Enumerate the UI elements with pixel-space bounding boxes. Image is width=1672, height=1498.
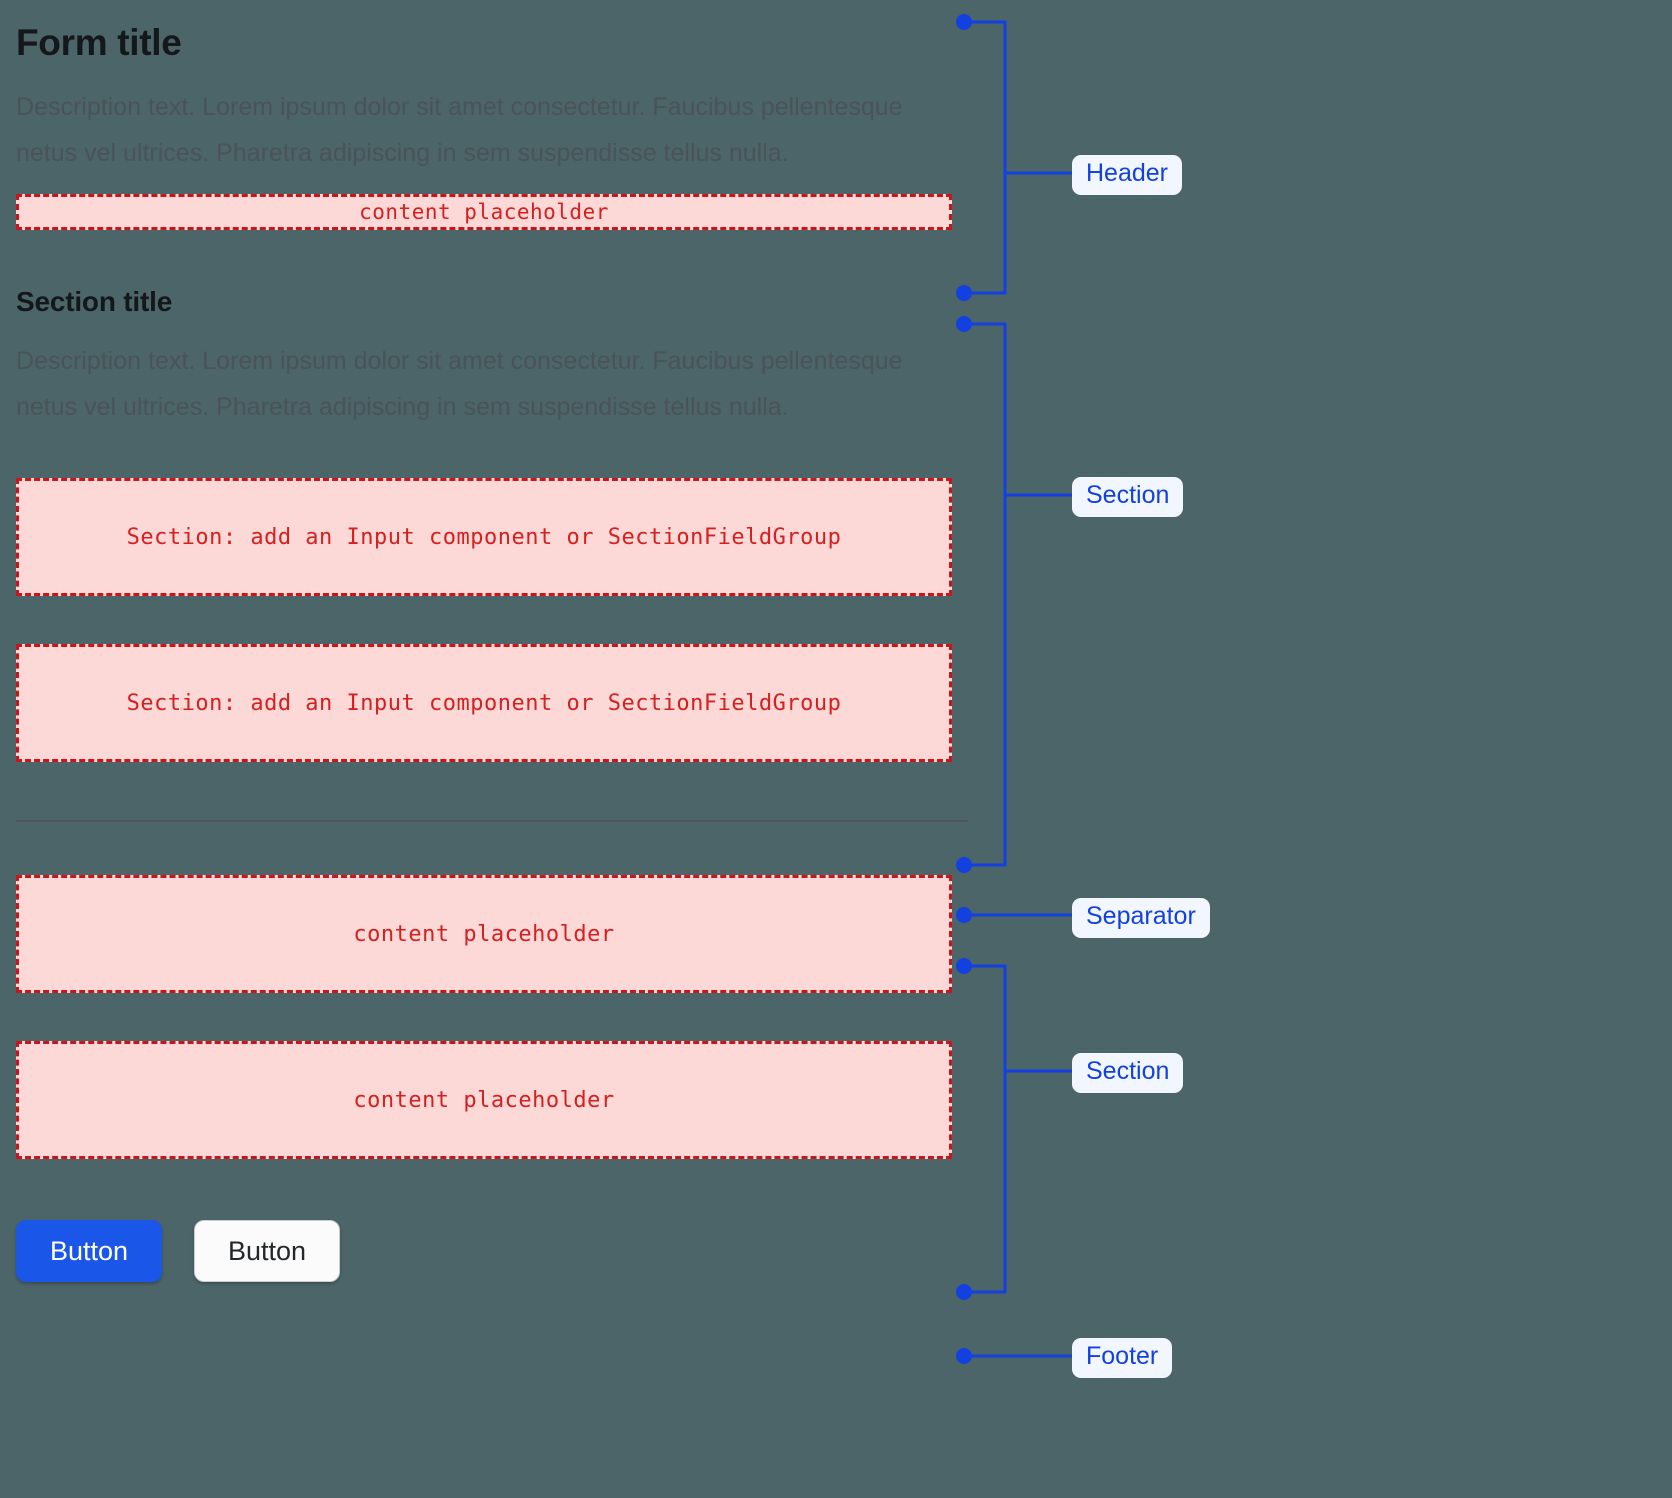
second-section-bracket: [964, 964, 1007, 1294]
second-section-placeholder-1: content placeholder: [16, 875, 952, 993]
second-section-placeholder-2: content placeholder: [16, 1041, 952, 1159]
annotation-badge-header[interactable]: Header: [1072, 155, 1182, 195]
section-field-placeholder-1-label: Section: add an Input component or Secti…: [126, 524, 842, 550]
anchor-dot-second-section-top: [956, 958, 972, 974]
anchor-dot-header-bottom: [956, 285, 972, 301]
anchor-dot-separator: [956, 907, 972, 923]
header-description: Description text. Lorem ipsum dolor sit …: [16, 93, 903, 167]
separator: [16, 820, 968, 822]
annotation-badge-footer[interactable]: Footer: [1072, 1338, 1173, 1378]
header-placeholder-label: content placeholder: [359, 200, 609, 224]
section-title: Section title: [16, 286, 173, 317]
anchor-dot-second-section-bottom: [956, 1284, 972, 1300]
second-section-placeholder-2-label: content placeholder: [353, 1087, 615, 1113]
secondary-button[interactable]: Button: [194, 1220, 340, 1282]
page-title: Form title: [16, 22, 182, 63]
section-description: Description text. Lorem ipsum dolor sit …: [16, 347, 903, 421]
section-bracket: [964, 322, 1007, 867]
annotation-badge-section[interactable]: Section: [1072, 477, 1184, 517]
section-field-placeholder-1: Section: add an Input component or Secti…: [16, 478, 952, 596]
annotation-badge-second-section[interactable]: Section: [1072, 1053, 1184, 1093]
anchor-dot-footer: [956, 1348, 972, 1364]
annotation-anchor-dots: [956, 14, 972, 1364]
section-field-placeholder-2-label: Section: add an Input component or Secti…: [126, 690, 842, 716]
second-section-placeholder-1-label: content placeholder: [353, 921, 615, 947]
footer-button-row: Button Button: [16, 1220, 952, 1282]
section-field-placeholder-2: Section: add an Input component or Secti…: [16, 644, 952, 762]
annotation-badge-separator[interactable]: Separator: [1072, 898, 1210, 938]
primary-button[interactable]: Button: [16, 1220, 162, 1282]
header-content-placeholder: content placeholder: [16, 194, 952, 230]
header-bracket: [964, 20, 1007, 295]
anchor-dot-section-bottom: [956, 857, 972, 873]
form-container: Form title Description text. Lorem ipsum…: [16, 0, 968, 1282]
anchor-dot-header-top: [956, 14, 972, 30]
anchor-dot-section-top: [956, 316, 972, 332]
